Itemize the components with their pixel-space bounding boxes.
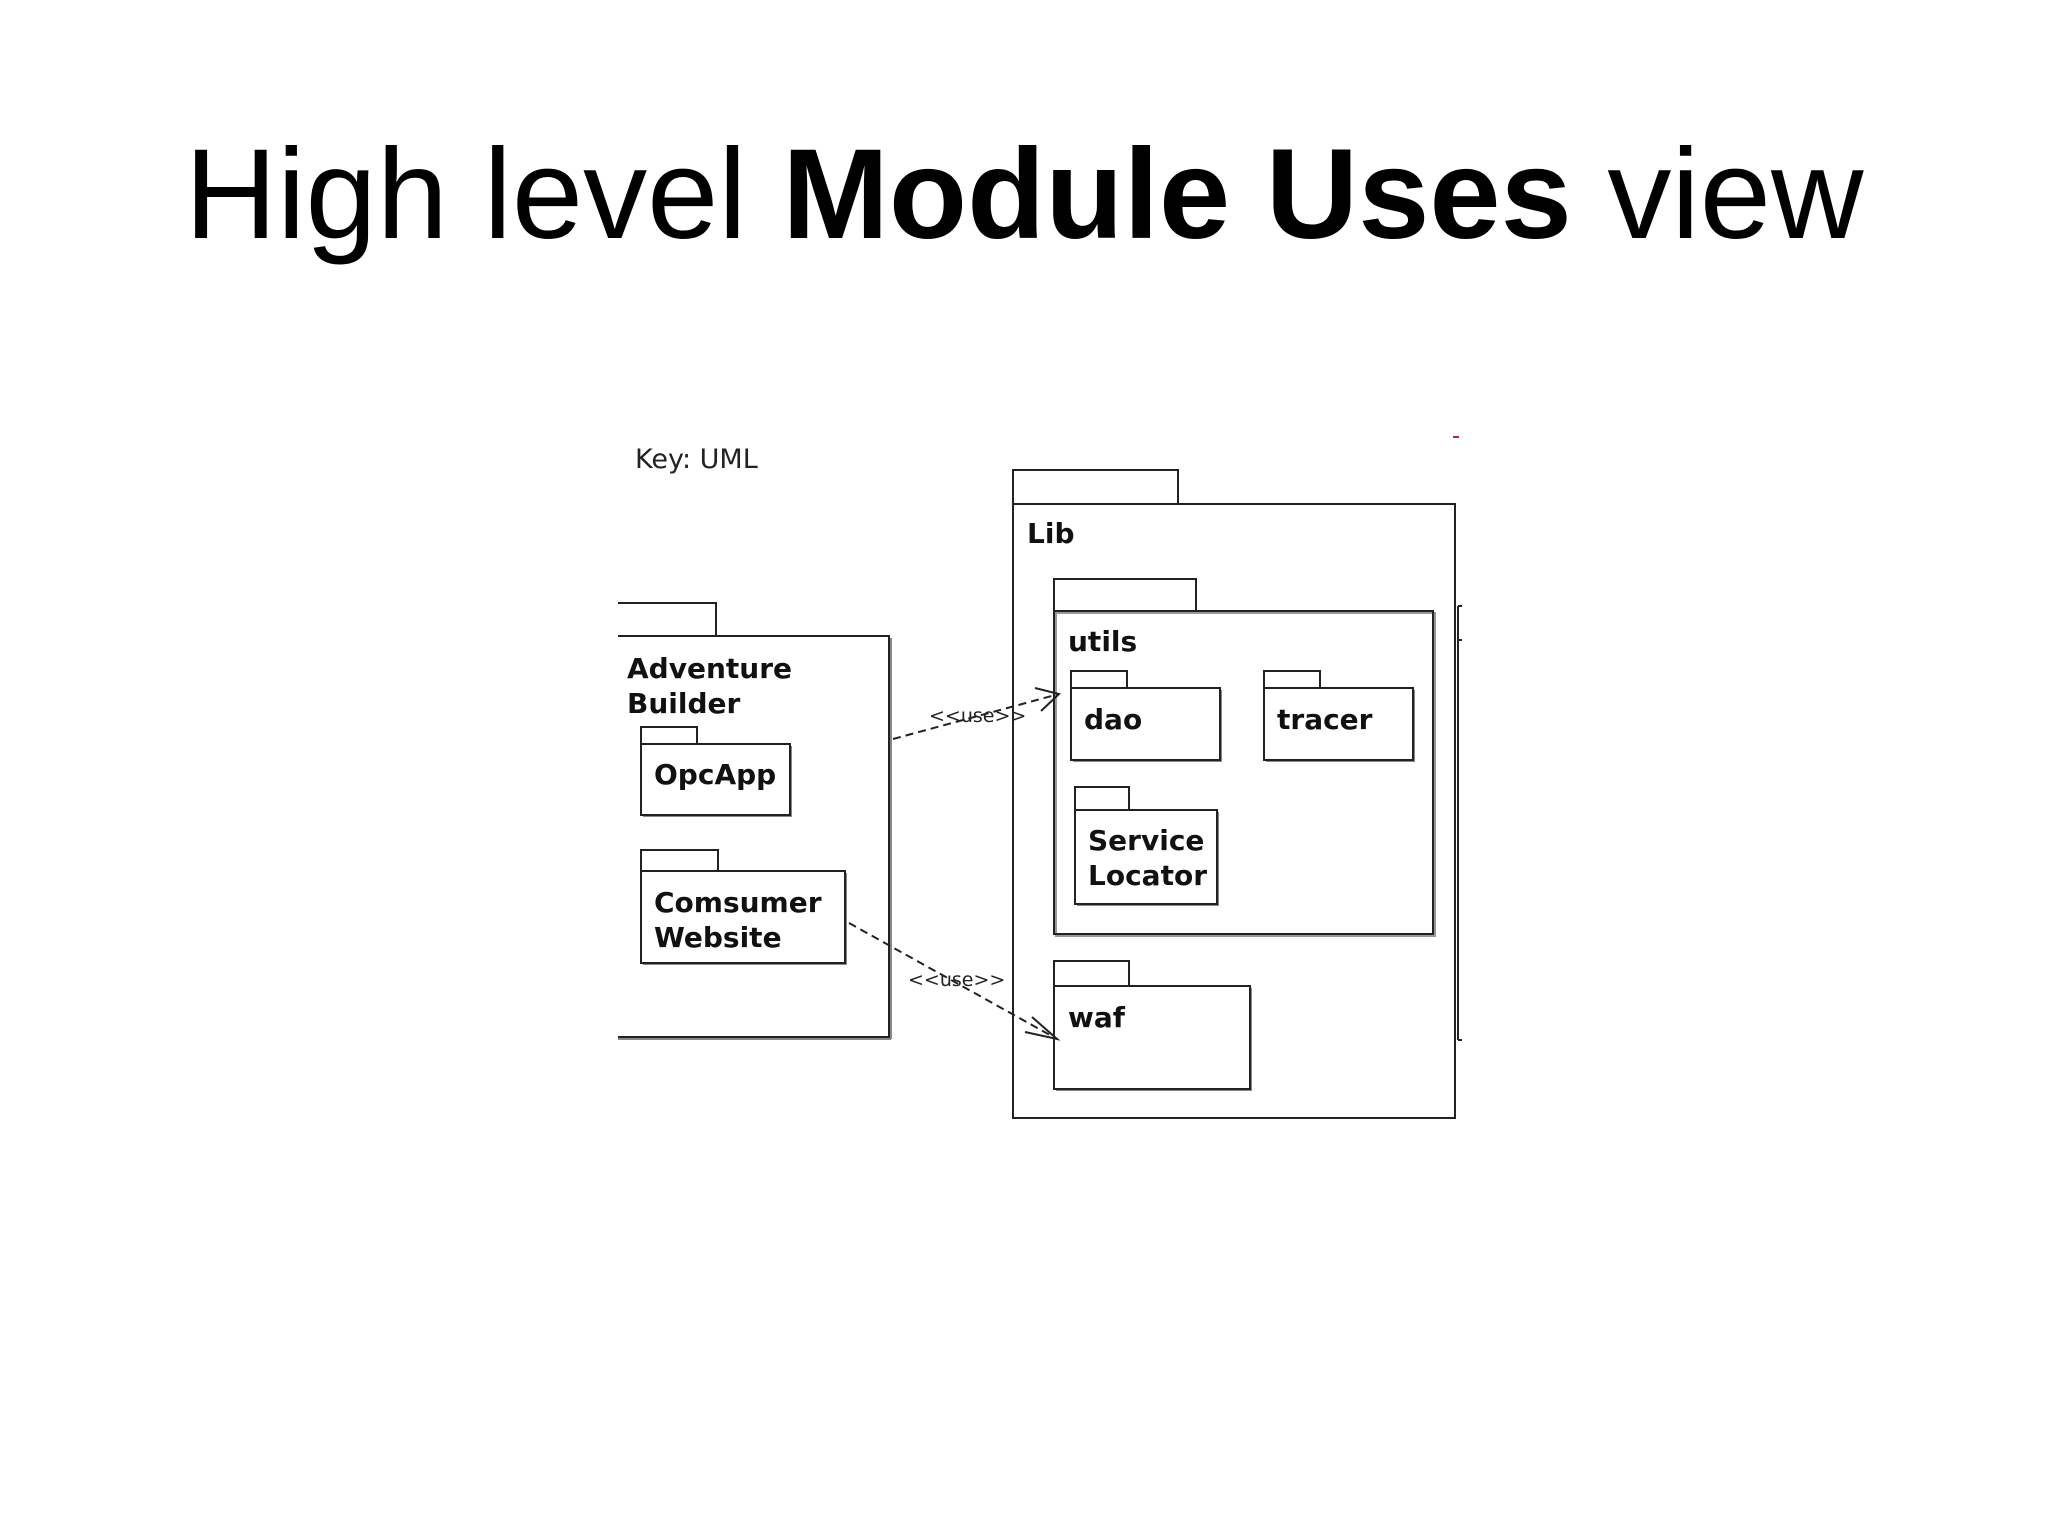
package-lib: [1012, 469, 1456, 1119]
service-locator-label-line1: Service: [1088, 824, 1204, 857]
dependency-2-stereotype: <<use>>: [908, 969, 1005, 991]
consumer-website-label-line2: Website: [654, 921, 782, 954]
package-consumer-website: [640, 849, 847, 965]
package-adventure-builder: [618, 602, 892, 1040]
consumer-website-label-line1: Comsumer: [654, 886, 822, 919]
package-service-locator: [1074, 786, 1219, 906]
dependency-consumer-website-to-waf: [848, 922, 1061, 1041]
package-dao: [1070, 670, 1222, 762]
right-fragment: [1457, 605, 1462, 1041]
tracer-label: tracer: [1277, 703, 1373, 736]
dependency-adventure-builder-to-dao: [892, 687, 1062, 740]
package-tracer: [1263, 670, 1415, 762]
title-prefix: High level: [184, 123, 783, 266]
adventure-builder-label-line2: Builder: [627, 687, 741, 720]
lib-label: Lib: [1027, 517, 1074, 550]
title-bold: Module Uses: [782, 123, 1572, 266]
utils-label: utils: [1068, 625, 1137, 658]
adventure-builder-label-line1: Adventure: [627, 652, 792, 685]
package-utils: [1053, 578, 1436, 937]
waf-label: waf: [1068, 1001, 1126, 1034]
dependency-1-stereotype: <<use>>: [929, 705, 1026, 727]
opcapp-label: OpcApp: [654, 758, 776, 791]
package-waf: [1053, 960, 1252, 1091]
title-suffix: view: [1571, 123, 1864, 266]
package-opcapp: [640, 726, 792, 817]
diagram-key-label: Key: UML: [635, 444, 758, 475]
service-locator-label-line2: Locator: [1088, 859, 1207, 892]
dao-label: dao: [1084, 703, 1142, 736]
slide-title: High level Module Uses view: [0, 120, 2048, 270]
